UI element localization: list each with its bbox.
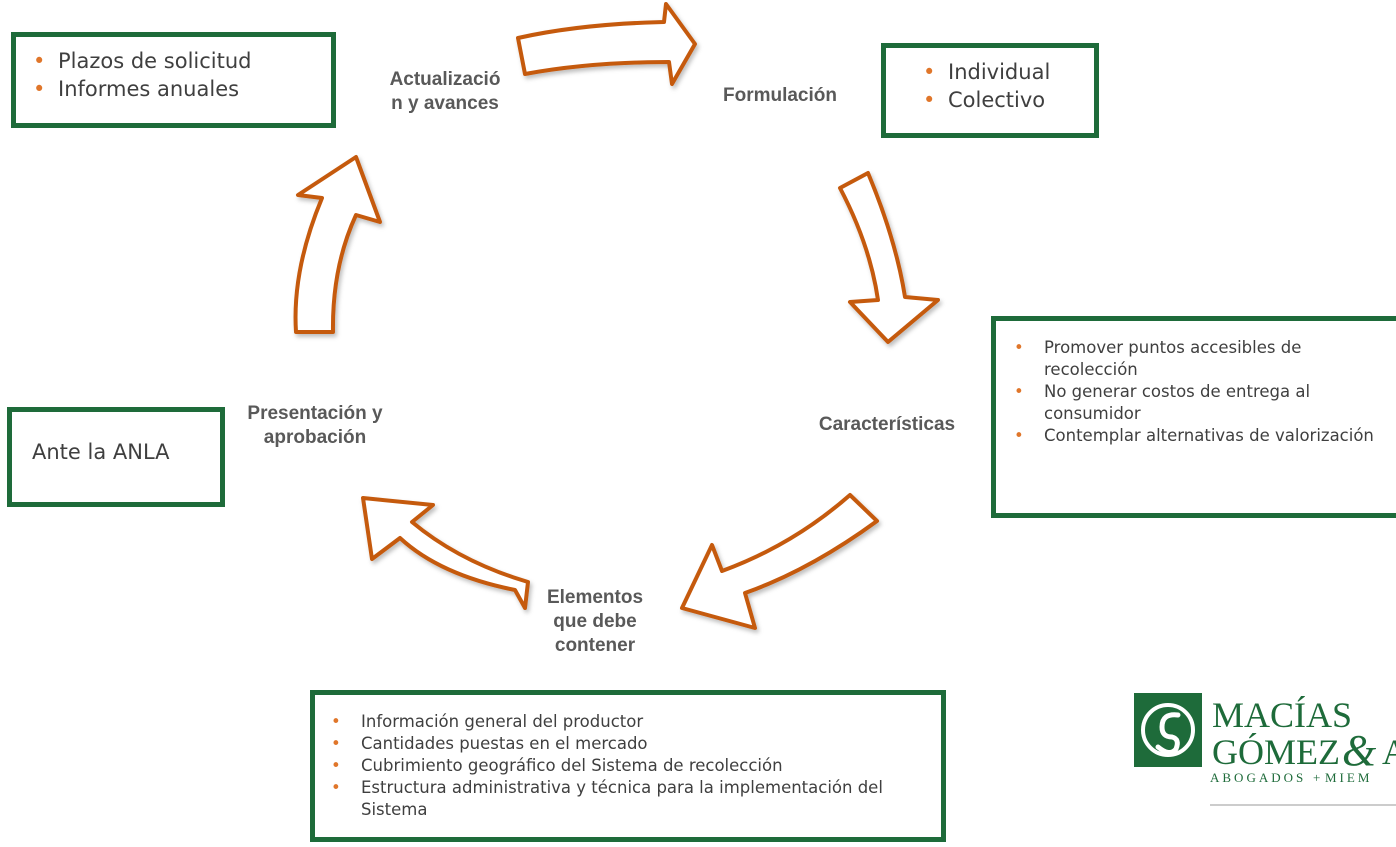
box-presentacion: Ante la ANLA xyxy=(7,407,225,507)
list-caracteristicas: Promover puntos accesibles de recolecció… xyxy=(1010,337,1376,447)
list-item: Informes anuales xyxy=(30,75,323,103)
arrow-caracteristicas-to-elementos xyxy=(680,493,879,630)
arrow-presentacion-to-actualizacion xyxy=(293,155,382,334)
arrow-elementos-to-presentacion xyxy=(361,496,530,610)
list-elementos: Información general del productor Cantid… xyxy=(327,711,931,821)
logo-graphic: MACÍAS GÓMEZ & A ABOGADOS + MIEM xyxy=(1134,693,1396,806)
list-item: Plazos de solicitud xyxy=(30,47,323,75)
stage-caracteristicas: Características xyxy=(818,414,956,435)
logo-tagline-tail: MIEM xyxy=(1325,770,1372,785)
stage-elementos: Elementos que debe contener xyxy=(546,587,644,656)
box-actualizacion: Plazos de solicitud Informes anuales xyxy=(11,32,336,128)
arrow-actualizacion-to-formulacion xyxy=(516,2,697,86)
logo-line2-tail: A xyxy=(1382,732,1396,772)
list-item: Estructura administrativa y técnica para… xyxy=(327,777,931,821)
stage-actualizacion: Actualizació n y avances xyxy=(389,69,501,114)
logo-line2: GÓMEZ xyxy=(1212,732,1340,772)
presentacion-text: Ante la ANLA xyxy=(32,440,170,464)
list-actualizacion: Plazos de solicitud Informes anuales xyxy=(30,47,323,103)
list-item: Información general del productor xyxy=(327,711,931,733)
list-item: No generar costos de entrega al consumid… xyxy=(1010,381,1376,425)
box-caracteristicas: Promover puntos accesibles de recolecció… xyxy=(991,316,1396,518)
list-formulacion: Individual Colectivo xyxy=(920,58,1086,114)
box-elementos: Información general del productor Cantid… xyxy=(310,690,946,842)
list-item: Promover puntos accesibles de recolecció… xyxy=(1010,337,1376,381)
logo-tagline-plus: + xyxy=(1313,770,1320,785)
logo-emblem-ring xyxy=(1141,703,1195,757)
arrow-formulacion-to-caracteristicas xyxy=(838,171,940,344)
list-item: Contemplar alternativas de valorización xyxy=(1010,425,1376,447)
logo-line1: MACÍAS xyxy=(1212,695,1352,735)
list-item: Colectivo xyxy=(920,86,1086,114)
stage-presentacion: Presentación y aprobación xyxy=(247,403,383,448)
box-formulacion: Individual Colectivo xyxy=(881,43,1099,138)
list-item: Individual xyxy=(920,58,1086,86)
stage-formulacion: Formulación xyxy=(722,85,837,106)
list-item: Cubrimiento geográfico del Sistema de re… xyxy=(327,755,931,777)
logo-emblem-mark xyxy=(1155,712,1181,755)
firm-logo: MACÍAS GÓMEZ & A ABOGADOS + MIEM xyxy=(1132,685,1396,847)
list-item: Cantidades puestas en el mercado xyxy=(327,733,931,755)
logo-tagline: ABOGADOS xyxy=(1210,770,1306,785)
logo-ampersand: & xyxy=(1342,726,1377,775)
